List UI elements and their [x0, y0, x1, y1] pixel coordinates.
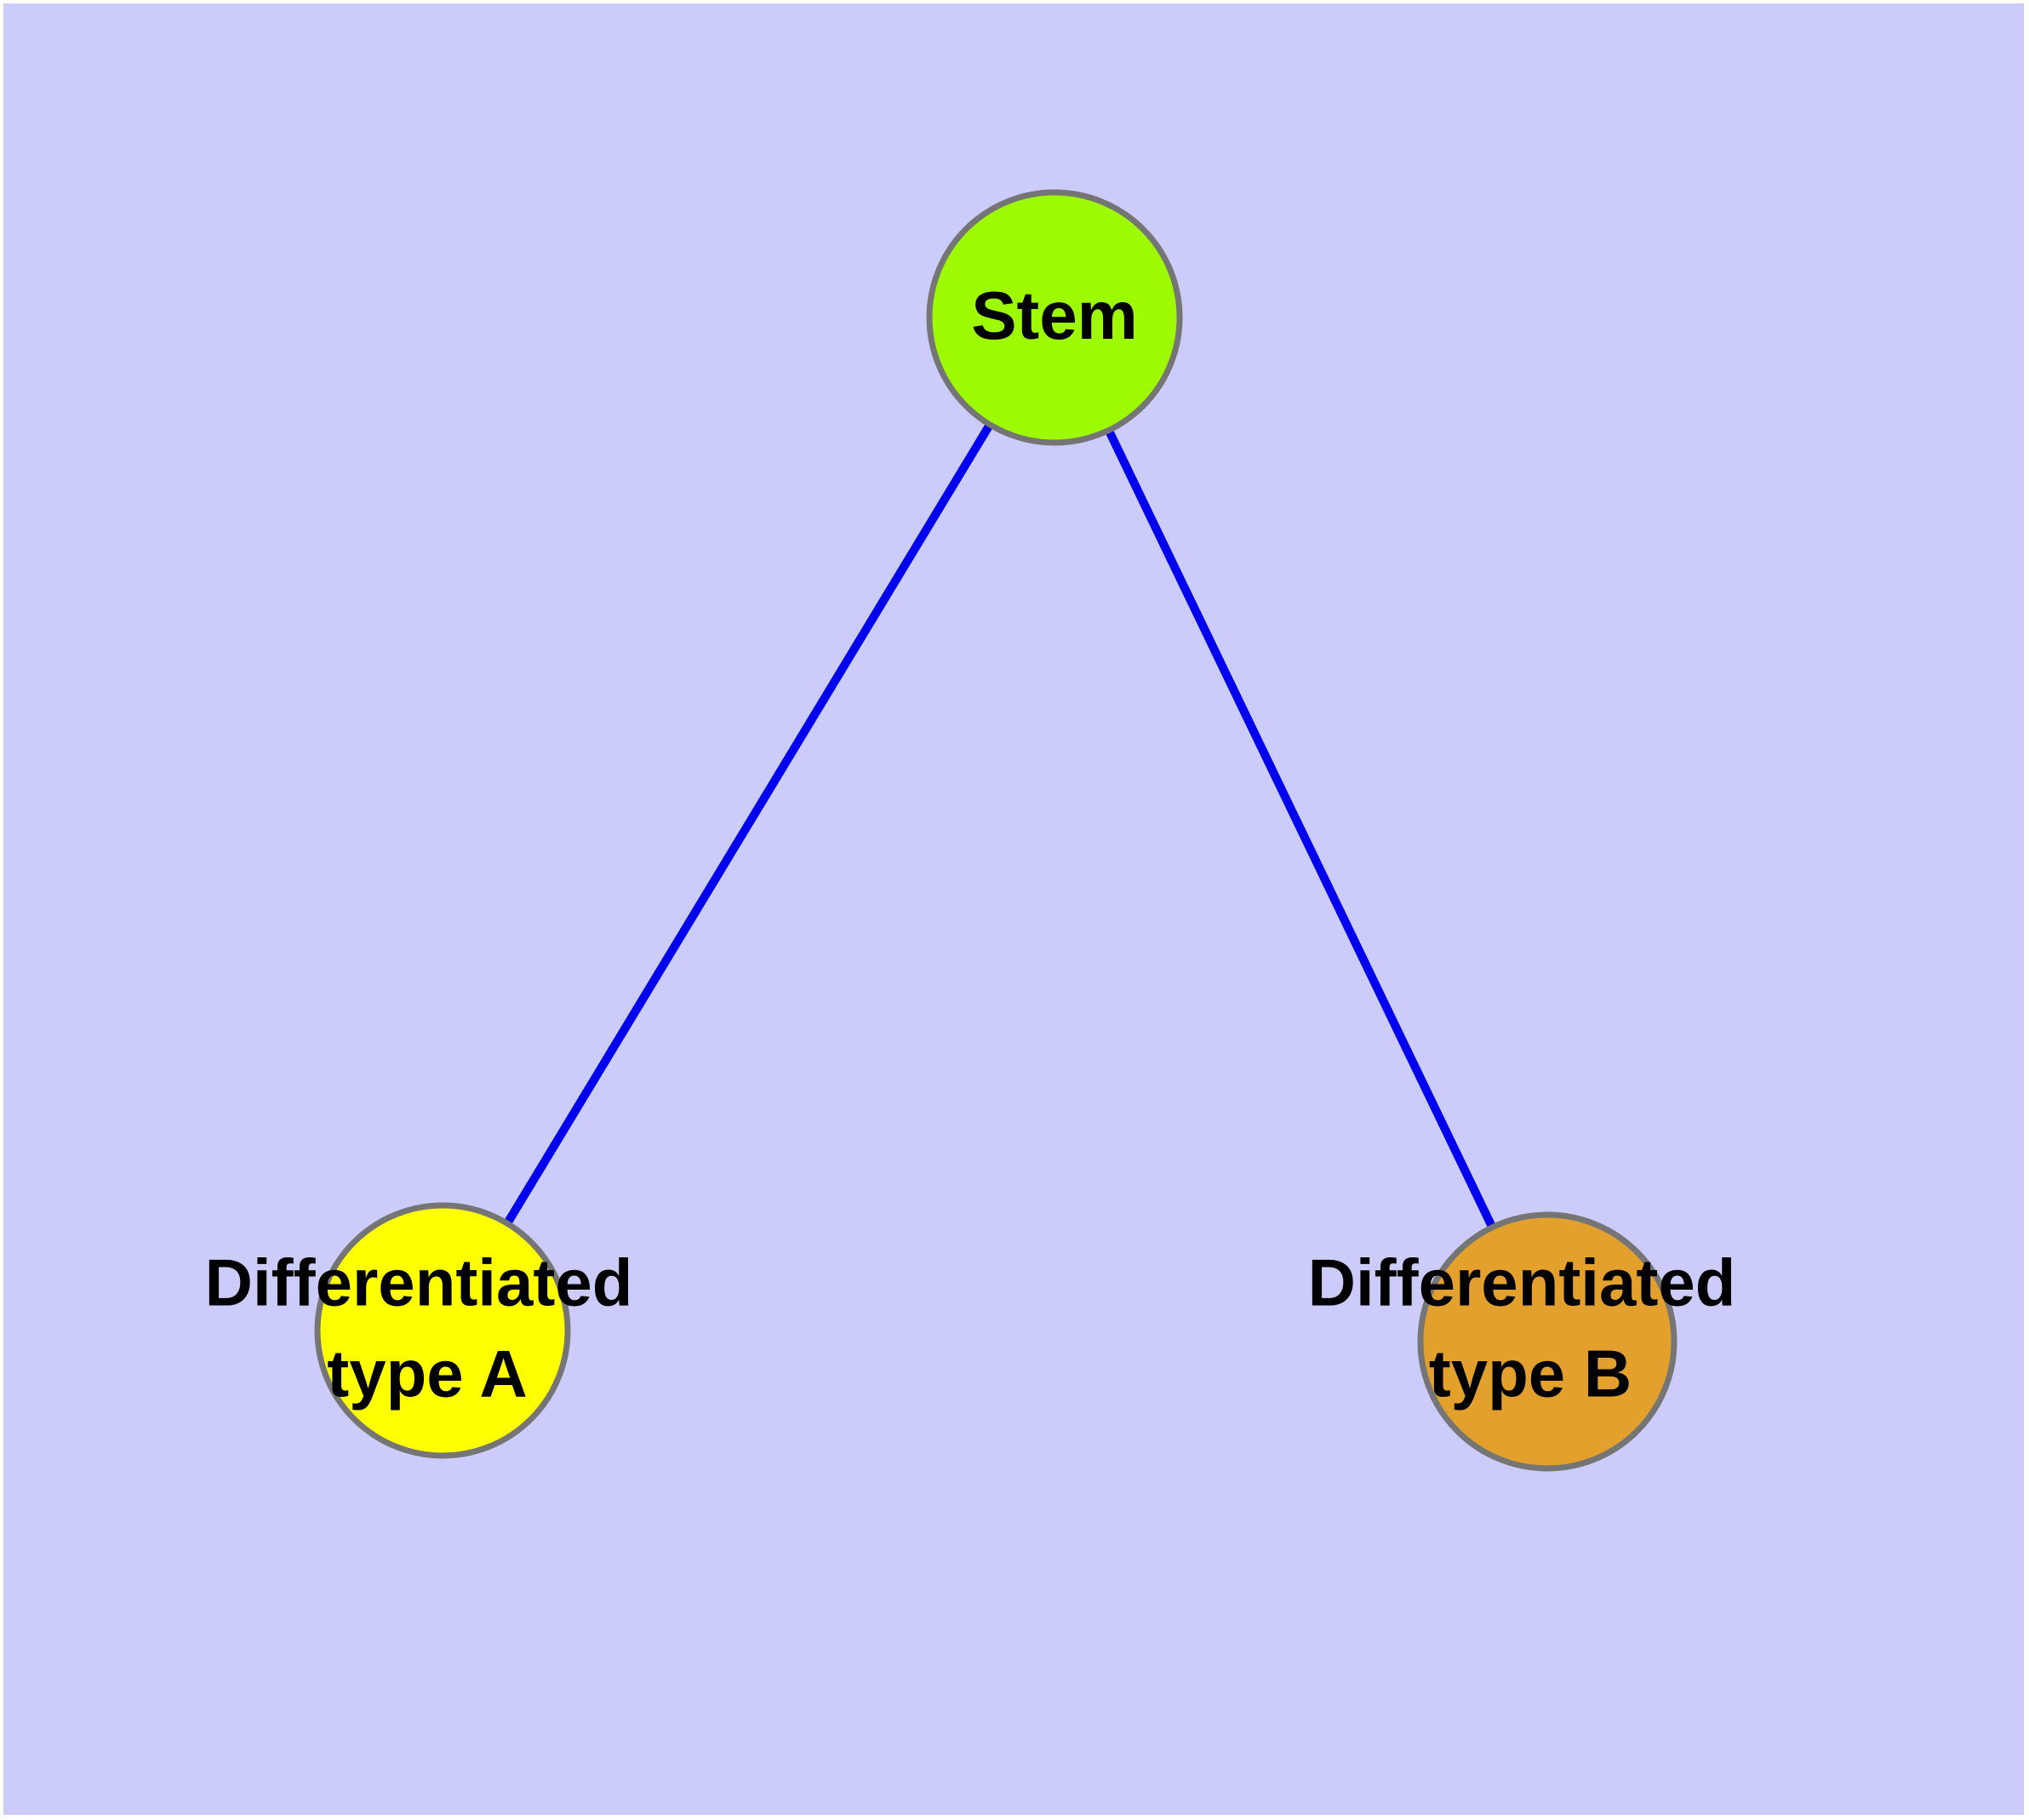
node-circle-stem[interactable] — [926, 189, 1183, 446]
node-circle-differentiated-type-a[interactable] — [314, 1202, 571, 1459]
node-stem[interactable] — [926, 189, 1183, 446]
edge-stem-to-differentiated-type-a[interactable] — [438, 315, 1059, 1333]
node-label-differentiated-type-b-line2: type B — [1429, 1336, 1632, 1411]
node-differentiated-type-b[interactable] — [1417, 1211, 1677, 1472]
node-differentiated-type-a[interactable] — [314, 1202, 571, 1459]
node-circle-differentiated-type-b[interactable] — [1417, 1211, 1677, 1472]
node-label-differentiated-type-a-line2: type A — [327, 1336, 528, 1411]
node-label-differentiated-type-a-line1: Differentiated — [205, 1245, 633, 1320]
edge-group — [438, 315, 1552, 1344]
label-group: Stem Differentiated type A Differentiate… — [205, 278, 1736, 1411]
node-label-stem: Stem — [971, 278, 1138, 353]
node-label-differentiated-type-b-line1: Differentiated — [1308, 1245, 1736, 1320]
edge-stem-to-differentiated-type-b[interactable] — [1050, 315, 1552, 1344]
